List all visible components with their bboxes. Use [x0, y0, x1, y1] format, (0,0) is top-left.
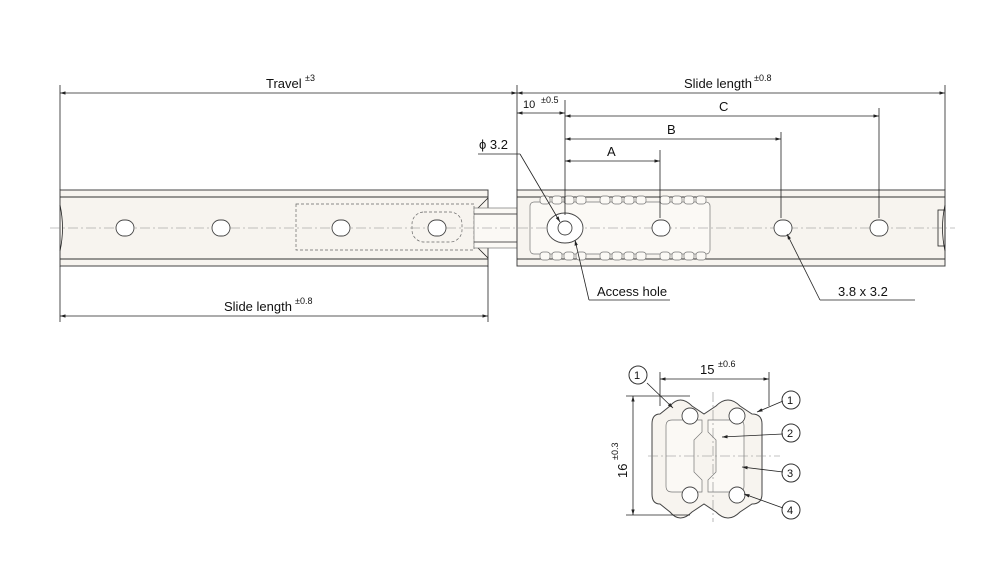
cage-ball	[623, 195, 635, 205]
mounting-holes	[115, 212, 889, 244]
callout-3: 3	[741, 463, 801, 483]
slot-hole	[331, 219, 351, 237]
cross-section: 15 ±0.6 16 ±0.3 1 1 2 3	[610, 359, 801, 522]
cage-ball	[611, 251, 623, 261]
section-height-label: 16	[615, 464, 630, 478]
section-width-tolerance: ±0.6	[718, 359, 735, 369]
section-ball	[728, 486, 746, 504]
cage-ball	[563, 251, 575, 261]
cage-ball	[599, 251, 611, 261]
slot-label: 3.8 x 3.2	[838, 284, 888, 299]
cage-ball	[611, 195, 623, 205]
access-hole	[557, 220, 573, 236]
cage-ball	[551, 195, 563, 205]
slot-leader	[786, 233, 821, 301]
diameter-label: ϕ 3.2	[479, 137, 508, 152]
slide-length-top-label: Slide length	[684, 76, 752, 91]
offset-tolerance: ±0.5	[541, 95, 558, 105]
cage-ball	[575, 251, 587, 261]
cage-ball	[575, 195, 587, 205]
c-label: C	[719, 99, 728, 114]
section-ball	[681, 486, 699, 504]
cage-ball	[695, 251, 707, 261]
slot-hole	[211, 219, 231, 237]
b-label: B	[667, 122, 676, 137]
access-hole-leader	[574, 239, 590, 301]
callout-1-left: 1	[628, 365, 674, 409]
cage-ball	[671, 251, 683, 261]
slide-length-bottom-label: Slide length	[224, 299, 292, 314]
svg-text:1: 1	[634, 370, 640, 382]
svg-text:3: 3	[787, 468, 793, 480]
cage-ball	[671, 195, 683, 205]
a-label: A	[607, 144, 616, 159]
cage-ball	[659, 251, 671, 261]
slot-hole	[773, 219, 793, 237]
slot-hole	[651, 219, 671, 237]
cage-ball	[539, 251, 551, 261]
travel-tolerance: ±3	[305, 73, 315, 83]
section-width-label: 15	[700, 362, 714, 377]
cage-ball	[683, 195, 695, 205]
section-ball	[728, 407, 746, 425]
cage-ball	[635, 195, 647, 205]
cage-ball	[599, 195, 611, 205]
section-height-tolerance: ±0.3	[610, 443, 620, 460]
slot-hole	[427, 219, 447, 237]
callout-2: 2	[721, 423, 801, 443]
svg-text:4: 4	[787, 505, 793, 517]
slide-length-bottom-tolerance: ±0.8	[295, 296, 312, 306]
svg-text:1: 1	[787, 395, 793, 407]
cage-ball	[635, 251, 647, 261]
callout-4: 4	[743, 493, 801, 520]
cage-ball	[695, 195, 707, 205]
cage-ball	[563, 195, 575, 205]
diameter-leader	[519, 153, 561, 223]
access-hole-label: Access hole	[597, 284, 667, 299]
cage-ball	[623, 251, 635, 261]
callout-1-right: 1	[756, 390, 801, 413]
side-view	[50, 189, 955, 267]
cage-ball	[551, 251, 563, 261]
offset-label: 10	[523, 99, 535, 111]
cage-ball	[683, 251, 695, 261]
slide-length-top-tolerance: ±0.8	[754, 73, 771, 83]
dimensions: Travel ±3 Slide length ±0.8 10 ±0.5 C B …	[59, 73, 946, 322]
travel-label: Travel	[266, 76, 302, 91]
section-ball	[681, 407, 699, 425]
svg-text:2: 2	[787, 428, 793, 440]
slot-hole	[869, 219, 889, 237]
cage-ball	[659, 195, 671, 205]
slot-hole	[115, 219, 135, 237]
